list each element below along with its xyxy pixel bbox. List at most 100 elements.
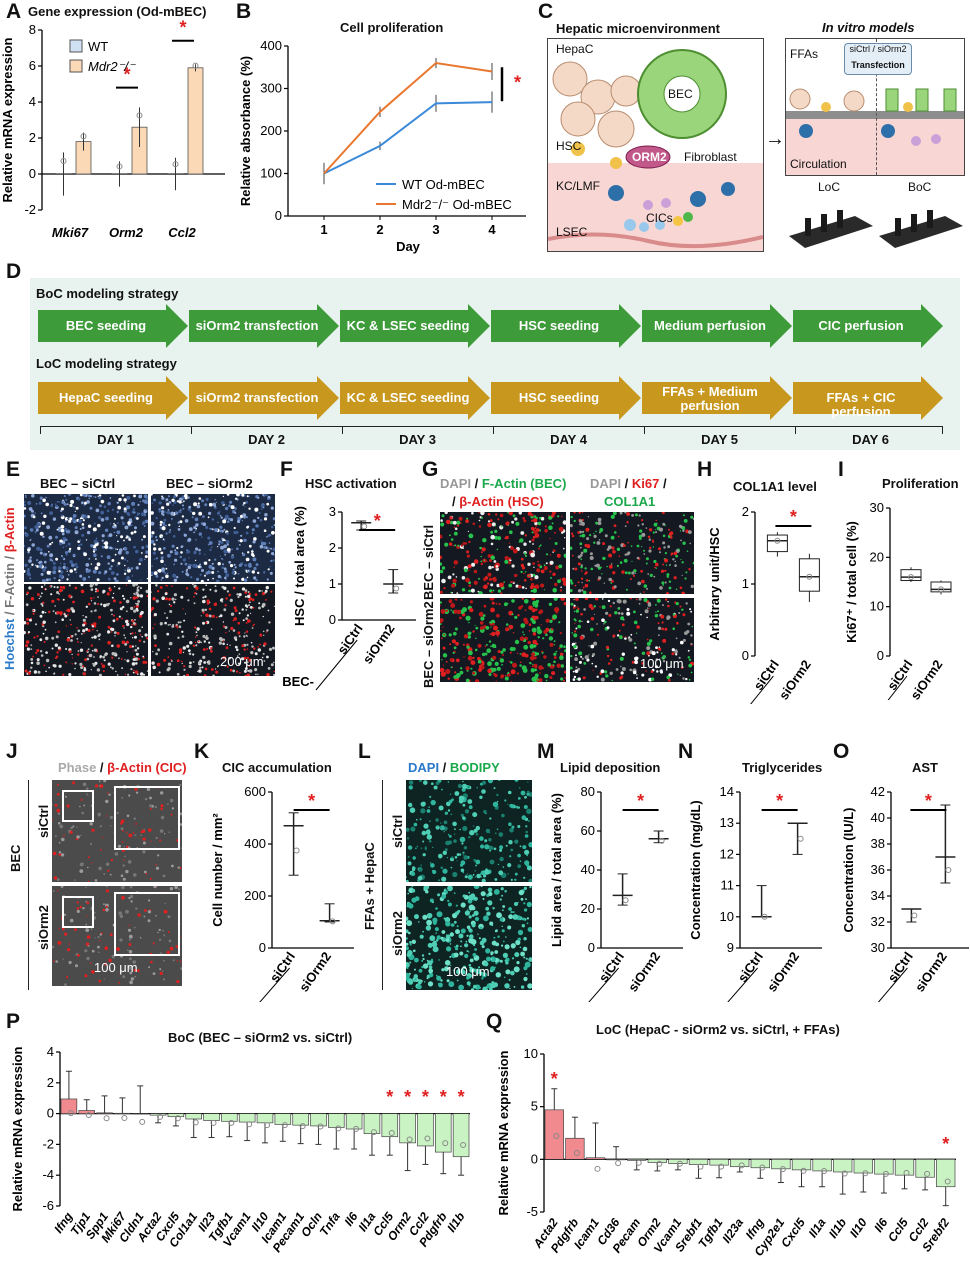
micro-speck xyxy=(446,979,450,983)
boc-step-label: HSC seeding xyxy=(518,318,600,333)
O-point xyxy=(945,867,952,873)
micro-speck xyxy=(492,655,497,660)
micro-speck xyxy=(250,651,254,655)
micro-speck xyxy=(92,628,94,631)
a-y-tick-label: 4 xyxy=(29,94,36,109)
micro-speck xyxy=(491,591,493,594)
micro-speck xyxy=(92,527,97,532)
micro-speck xyxy=(491,643,496,648)
micro-speck xyxy=(659,551,661,554)
micro-speck xyxy=(551,522,554,525)
micro-speck xyxy=(65,551,68,554)
micro-speck xyxy=(58,664,62,668)
micro-speck xyxy=(459,670,464,675)
micro-speck xyxy=(100,603,103,606)
micro-speck xyxy=(612,512,617,516)
micro-speck xyxy=(608,613,612,617)
micro-speck xyxy=(685,602,688,605)
micro-speck xyxy=(257,571,260,575)
micro-speck xyxy=(574,622,576,624)
micro-speck xyxy=(74,633,77,636)
I-box xyxy=(900,569,922,582)
micro-speck xyxy=(129,886,133,889)
micro-speck xyxy=(579,519,583,523)
micro-speck xyxy=(579,635,584,640)
micro-speck xyxy=(520,557,524,561)
m-y-tick-label: 0 xyxy=(588,940,595,955)
micro-speck xyxy=(146,577,148,580)
micro-speck xyxy=(469,830,475,836)
micro-speck xyxy=(440,562,443,566)
micro-speck xyxy=(533,585,536,588)
micro-speck xyxy=(488,565,492,570)
micro-speck xyxy=(27,551,30,554)
micro-speck xyxy=(68,943,70,945)
micro-speck xyxy=(122,877,126,881)
micro-speck xyxy=(487,522,492,528)
b-series-line xyxy=(323,101,493,175)
P-point xyxy=(442,1140,449,1147)
micro-speck xyxy=(68,584,71,587)
micro-speck xyxy=(494,535,498,540)
micro-speck xyxy=(626,608,630,611)
micro-speck xyxy=(158,547,162,551)
micro-speck xyxy=(479,626,484,630)
micro-speck xyxy=(582,676,586,680)
micro-speck xyxy=(155,584,158,587)
micro-speck xyxy=(487,780,494,784)
micro-speck xyxy=(487,520,491,523)
micro-speck xyxy=(151,661,155,665)
micro-speck xyxy=(560,598,565,601)
micro-speck xyxy=(107,577,111,581)
micro-speck xyxy=(519,538,524,543)
micro-speck xyxy=(52,561,56,565)
micro-speck xyxy=(30,597,35,601)
micro-speck xyxy=(462,816,466,820)
micro-speck xyxy=(417,875,423,881)
micro-speck xyxy=(84,514,87,516)
micro-speck xyxy=(235,638,238,641)
micro-speck xyxy=(454,527,458,531)
micro-speck xyxy=(104,545,109,549)
micro-speck xyxy=(99,784,104,788)
micro-speck xyxy=(447,899,450,902)
micro-speck xyxy=(171,807,175,810)
micro-speck xyxy=(420,864,422,867)
micro-speck xyxy=(607,662,611,665)
micro-speck xyxy=(436,935,441,940)
a-y-label: Relative mRNA expression xyxy=(0,37,15,202)
micro-speck xyxy=(481,551,483,554)
micro-speck xyxy=(454,598,456,600)
timeline-tick xyxy=(40,426,41,434)
l-bodipy: BODIPY xyxy=(449,760,500,775)
P-point xyxy=(424,1135,431,1142)
micro-speck xyxy=(529,585,534,589)
micro-speck xyxy=(75,506,79,510)
micro-speck xyxy=(103,603,107,608)
micro-speck xyxy=(428,806,430,808)
micro-speck xyxy=(684,577,687,580)
micro-speck xyxy=(489,859,495,865)
micro-speck xyxy=(107,792,109,794)
micro-speck xyxy=(181,570,184,573)
micro-speck xyxy=(31,563,34,566)
micro-speck xyxy=(406,942,409,946)
micro-speck xyxy=(536,568,541,573)
micro-speck xyxy=(160,804,164,808)
micro-speck xyxy=(121,667,123,669)
micro-speck xyxy=(63,613,66,616)
micro-speck xyxy=(203,640,206,643)
micro-speck xyxy=(195,523,199,527)
micro-speck xyxy=(182,651,185,654)
Q-bar xyxy=(709,1158,729,1166)
micro-speck xyxy=(590,617,595,621)
micro-speck xyxy=(580,521,585,526)
micro-speck xyxy=(441,578,446,584)
micro-speck xyxy=(161,970,164,972)
micro-speck xyxy=(190,576,193,579)
micro-speck xyxy=(58,526,62,530)
micro-speck xyxy=(144,909,147,912)
micro-speck xyxy=(247,551,250,554)
micro-speck xyxy=(142,655,145,658)
